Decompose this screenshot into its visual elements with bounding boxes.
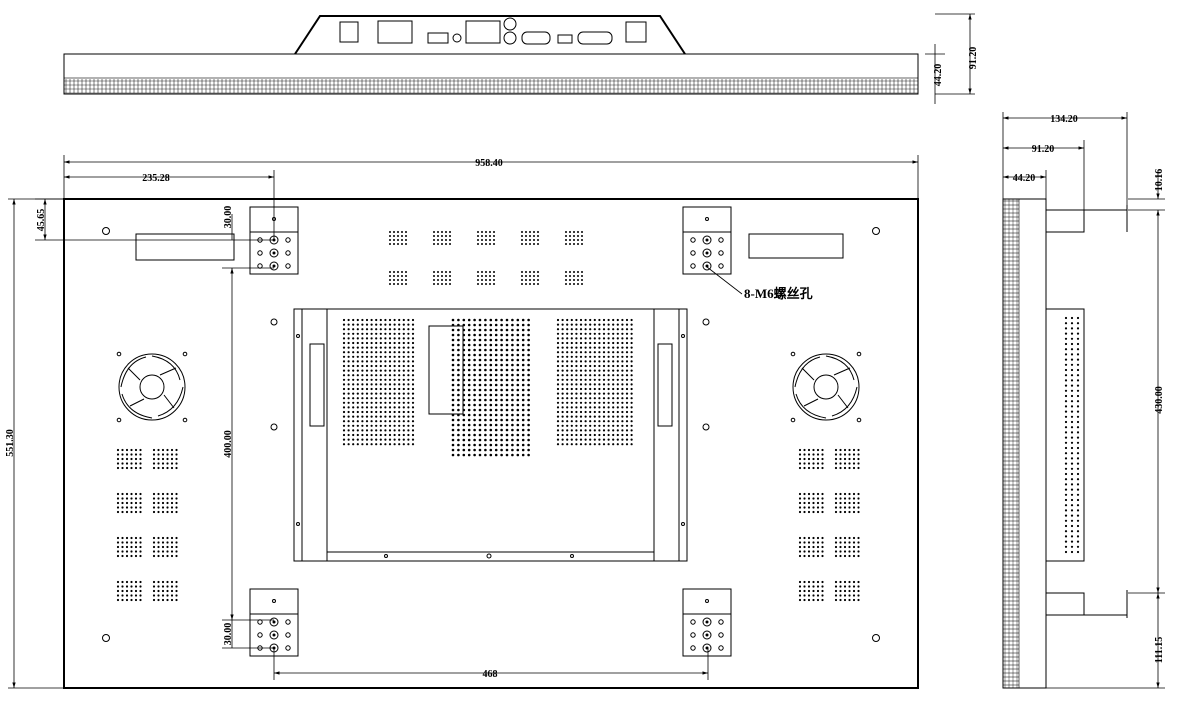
dim-side-bottom-offset: 111.15 (1154, 637, 1165, 663)
top-port-block-1 (377, 20, 413, 44)
dim-bracket-hole-top: 30.00 (223, 206, 234, 229)
dim-side-hole-spacing: 430.00 (1154, 386, 1165, 414)
dim-vertical-hole-spacing: 400.00 (223, 430, 234, 458)
top-dsub-port-2 (577, 31, 613, 45)
side-view: 134.20 91.20 44.20 10.16 430.00 111.15 (1002, 112, 1165, 689)
dim-bracket-hole-bottom: 30.00 (223, 623, 234, 646)
panel-outline (63, 198, 919, 689)
bracket-bottom-right (682, 588, 732, 657)
dim-overall-width: 958.40 (475, 158, 503, 169)
bracket-top-right (682, 206, 732, 275)
fan-right (790, 351, 862, 423)
vent-hole-patterns (116, 231, 860, 602)
label-plate-left (135, 233, 235, 261)
dim-side-mount-depth: 91.20 (1032, 144, 1055, 155)
dim-side-total-depth: 134.20 (1050, 114, 1078, 125)
dim-horizontal-hole-spacing: 468 (483, 669, 498, 680)
bracket-hole-grid (257, 235, 724, 653)
top-vent-left (339, 21, 359, 43)
rear-view: 958.40 235.28 45.65 551.30 400.00 30.00 … (5, 155, 919, 689)
bracket-top-left (249, 206, 299, 275)
dim-top-bezel-depth: 44.20 (933, 64, 944, 87)
label-plate-right (748, 233, 844, 259)
dim-side-bezel-depth: 44.20 (1013, 173, 1036, 184)
dim-bracket-offset-y: 45.65 (36, 209, 47, 232)
top-mini-port (557, 34, 573, 44)
callout-screw-holes: 8-M6螺丝孔 (744, 286, 813, 301)
dim-top-total-height: 91.20 (968, 47, 979, 70)
corner-screws (102, 227, 880, 642)
top-view: 91.20 44.20 (63, 13, 979, 104)
bracket-bottom-left (249, 588, 299, 657)
top-dsub-port-1 (521, 31, 551, 45)
dim-bracket-offset-x: 235.28 (142, 173, 170, 184)
top-port-block-2 (465, 20, 501, 44)
dim-overall-height: 551.30 (5, 429, 16, 457)
dim-side-top-offset: 10.16 (1154, 169, 1165, 192)
fan-left (116, 351, 188, 423)
top-vent-right (625, 21, 647, 43)
top-usb-port (427, 32, 449, 44)
top-small-port (452, 33, 462, 43)
central-module (293, 308, 688, 562)
top-round-port-2 (503, 31, 517, 45)
top-round-port-1 (503, 17, 517, 31)
